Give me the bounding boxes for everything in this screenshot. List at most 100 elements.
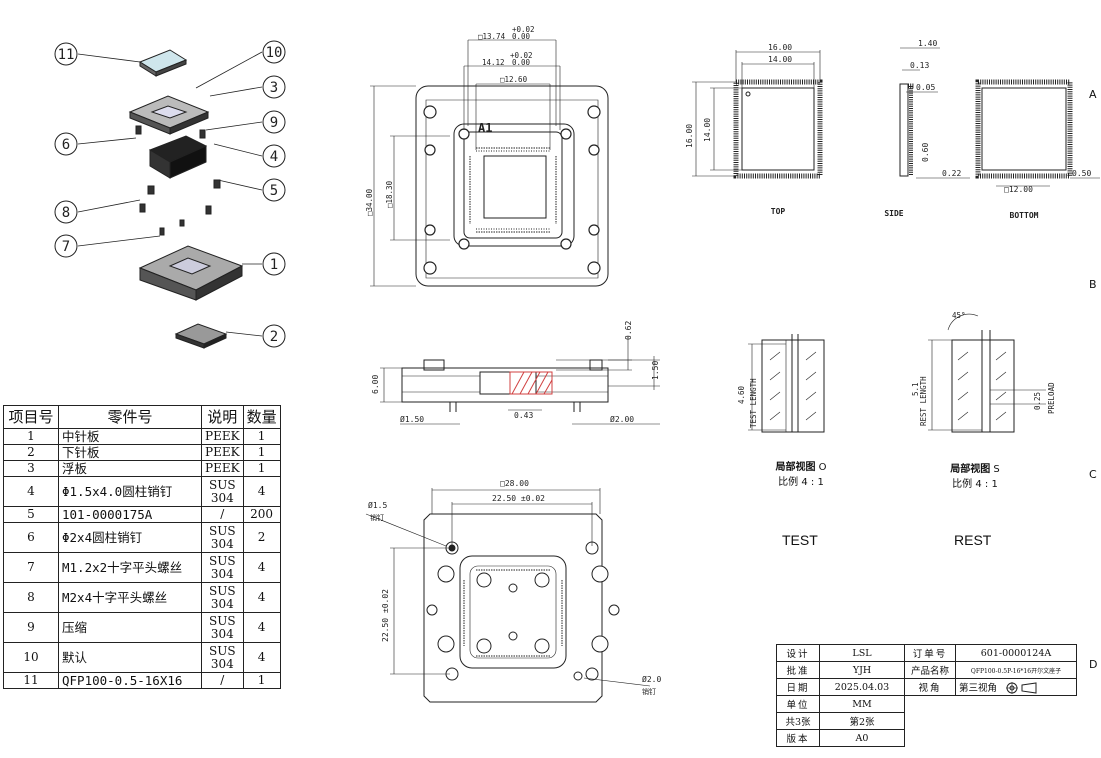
dim-tol-b: +0.02 bbox=[510, 51, 533, 60]
side-dim-5: 0.43 bbox=[514, 411, 533, 420]
bottom-pin-a: Ø1.5 bbox=[368, 500, 387, 510]
label-side: SIDE bbox=[884, 209, 903, 218]
detail-o-id: O bbox=[818, 462, 827, 473]
bottom-pin-a-note: 销钉 bbox=[370, 513, 384, 522]
part-qty: 1 bbox=[242, 428, 281, 445]
tb-view-text: 第三视角 bbox=[959, 682, 998, 694]
col-part-no: 零件号 bbox=[58, 405, 202, 429]
part-qty: 4 bbox=[242, 582, 281, 613]
part-desc: SUS 304 bbox=[201, 612, 244, 643]
detail-s-scale: 比例 4 : 1 bbox=[952, 479, 998, 490]
part-desc: SUS 304 bbox=[201, 552, 244, 583]
detail-s-title: 局部视图 bbox=[950, 464, 991, 475]
part-desc: PEEK bbox=[201, 460, 244, 477]
detail-s-caption: 局部视图 S 比例 4 : 1 bbox=[930, 460, 1020, 490]
part-name: M2x4十字平头螺丝 bbox=[58, 582, 202, 613]
label-bottom: BOTTOM bbox=[1010, 211, 1039, 220]
balloon-9: 9 bbox=[270, 115, 278, 131]
pkg-side-3: 0.05 bbox=[916, 83, 935, 92]
dim-a: □13.74 bbox=[478, 32, 506, 41]
side-dim-2: 0.62 bbox=[624, 321, 633, 340]
socket-top-view: +0.02 □13.74 0.00 +0.02 14.12 0.00 □12.6… bbox=[365, 25, 609, 287]
socket-side-view: 6.00 0.62 1.50 Ø1.50 0.43 Ø2.00 bbox=[371, 321, 660, 425]
part-name: 浮板 bbox=[58, 460, 202, 477]
detail-o-title: 局部视图 bbox=[775, 462, 816, 473]
tb-date: 2025.04.03 bbox=[819, 678, 905, 696]
detail-s-id: S bbox=[993, 464, 1000, 475]
tb-order-label: 订单号 bbox=[904, 644, 956, 662]
part-desc: SUS 304 bbox=[201, 642, 244, 673]
dim-tol-a: +0.02 bbox=[512, 25, 535, 34]
part-desc: SUS 304 bbox=[201, 522, 244, 553]
side-dim-3: 1.50 bbox=[651, 361, 660, 380]
balloon-2: 2 bbox=[270, 329, 278, 345]
side-dim-6: Ø2.00 bbox=[610, 414, 634, 424]
tag-rest: REST bbox=[954, 532, 992, 548]
part-item-no: 9 bbox=[3, 612, 59, 643]
pkg-bottom-2: 0.50 bbox=[1072, 169, 1091, 178]
part-qty: 1 bbox=[242, 460, 281, 477]
side-dim-1: 6.00 bbox=[371, 375, 380, 394]
part-qty: 200 bbox=[242, 506, 281, 523]
tag-test: TEST bbox=[782, 532, 818, 548]
part-item-no: 8 bbox=[3, 582, 59, 613]
balloon-10: 10 bbox=[266, 45, 283, 61]
test-length-label: TEST LENGTH bbox=[749, 378, 758, 428]
balloon-11: 11 bbox=[58, 47, 75, 63]
dim-c: □12.60 bbox=[500, 75, 528, 84]
pkg-side-1: 1.40 bbox=[918, 39, 937, 48]
pkg-top-h2: 14.00 bbox=[703, 118, 712, 142]
part-desc: PEEK bbox=[201, 428, 244, 445]
part-name: QFP100-0.5-16X16 bbox=[58, 672, 202, 689]
tb-sheets-label: 共3张 bbox=[776, 712, 820, 730]
part-qty: 4 bbox=[242, 552, 281, 583]
tb-approve-label: 批准 bbox=[776, 661, 820, 679]
label-top: TOP bbox=[771, 207, 786, 216]
balloon-7: 7 bbox=[62, 239, 70, 255]
zone-letter-c: C bbox=[1089, 468, 1097, 481]
part-item-no: 1 bbox=[3, 428, 59, 445]
balloon-6: 6 bbox=[62, 137, 70, 153]
col-desc: 说明 bbox=[201, 405, 244, 429]
dim-h: □34.00 bbox=[365, 188, 374, 216]
col-qty: 数量 bbox=[242, 405, 281, 429]
tb-order: 601-0000124A bbox=[955, 644, 1077, 662]
part-desc: SUS 304 bbox=[201, 476, 244, 507]
part-item-no: 2 bbox=[3, 444, 59, 461]
part-qty: 4 bbox=[242, 642, 281, 673]
part-item-no: 10 bbox=[3, 642, 59, 673]
bottom-dim-1: □28.00 bbox=[500, 479, 529, 488]
tb-product: QFP100-0.5P-16*16开尔文座子 bbox=[955, 661, 1077, 679]
col-item-no: 项目号 bbox=[3, 405, 59, 429]
part-qty: 4 bbox=[242, 612, 281, 643]
pkg-top-h1: 16.00 bbox=[685, 124, 694, 148]
part-item-no: 7 bbox=[3, 552, 59, 583]
test-length-value: 4.60 bbox=[737, 385, 746, 404]
side-dim-4: Ø1.50 bbox=[400, 414, 424, 424]
part-item-no: 6 bbox=[3, 522, 59, 553]
dim-tol-a2: 0.00 bbox=[512, 32, 531, 41]
third-angle-projection-icon bbox=[1006, 682, 1037, 695]
pkg-top-w2: 14.00 bbox=[768, 55, 792, 64]
pkg-side-4: 0.60 bbox=[921, 143, 930, 162]
tb-version-label: 版本 bbox=[776, 729, 820, 747]
tb-design-label: 设计 bbox=[776, 644, 820, 662]
dim-tol-b2: 0.00 bbox=[512, 58, 531, 67]
dim-b: 14.12 bbox=[482, 58, 505, 67]
chamfer-angle: 45° bbox=[952, 311, 966, 320]
part-qty: 2 bbox=[242, 522, 281, 553]
tb-view-label: 视角 bbox=[904, 678, 956, 696]
part-item-no: 4 bbox=[3, 476, 59, 507]
tb-date-label: 日期 bbox=[776, 678, 820, 696]
preload-label: PRELOAD bbox=[1047, 382, 1056, 414]
part-item-no: 3 bbox=[3, 460, 59, 477]
bottom-pin-b: Ø2.0 bbox=[642, 674, 661, 684]
